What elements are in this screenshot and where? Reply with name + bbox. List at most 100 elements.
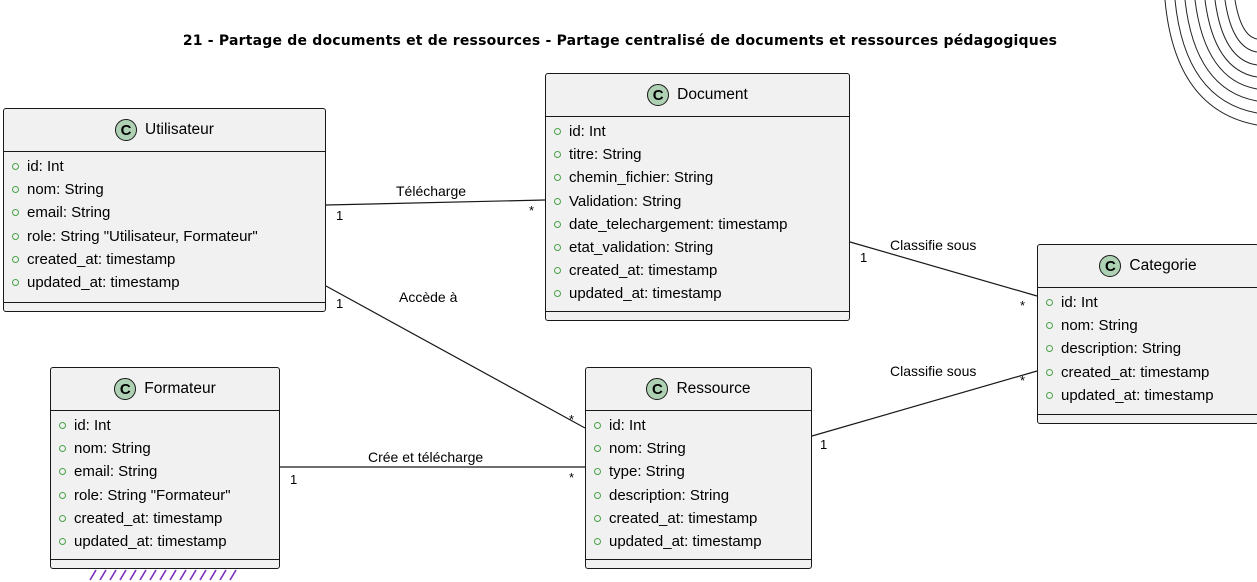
attribute-list: id: Int nom: String email: String role: … <box>4 152 325 294</box>
public-field-icon <box>12 255 19 263</box>
multiplicity-document-classifie: 1 <box>860 250 868 265</box>
attribute-list: id: Int nom: String description: String … <box>1038 288 1257 407</box>
multiplicity-categorie-classifie-document: * <box>1020 298 1026 313</box>
public-field-icon <box>554 174 561 182</box>
attribute: updated_at: timestamp <box>586 530 811 553</box>
decorative-stripes <box>89 569 237 581</box>
attribute: updated_at: timestamp <box>51 530 279 553</box>
class-name: Ressource <box>676 380 751 397</box>
attribute: role: String "Utilisateur, Formateur" <box>4 225 325 248</box>
public-field-icon <box>1046 368 1053 376</box>
attribute: id: Int <box>4 155 325 178</box>
public-field-icon <box>554 244 561 252</box>
class-categorie[interactable]: C Categorie id: Int nom: String descript… <box>1037 244 1257 424</box>
public-field-icon <box>594 491 601 499</box>
class-header: C Utilisateur <box>4 109 325 152</box>
methods-separator <box>1038 414 1257 415</box>
attribute-list: id: Int titre: String chemin_fichier: St… <box>546 117 849 306</box>
attribute: nom: String <box>1038 314 1257 337</box>
multiplicity-ressource-classifie: 1 <box>820 437 828 452</box>
class-badge-icon: C <box>646 378 669 400</box>
class-ressource[interactable]: C Ressource id: Int nom: String type: St… <box>585 367 812 569</box>
class-name: Document <box>677 86 748 103</box>
attribute: created_at: timestamp <box>546 259 849 282</box>
class-name: Formateur <box>144 380 216 397</box>
public-field-icon <box>554 197 561 205</box>
class-header: C Ressource <box>586 368 811 411</box>
methods-separator <box>51 559 279 560</box>
attribute: description: String <box>586 484 811 507</box>
class-badge-icon: C <box>1099 255 1122 277</box>
public-field-icon <box>594 422 601 430</box>
public-field-icon <box>59 445 66 453</box>
multiplicity-formateur-cree: 1 <box>290 472 298 487</box>
multiplicity-document-telecharge: * <box>529 203 535 218</box>
public-field-icon <box>59 422 66 430</box>
link-accede <box>325 285 586 429</box>
attribute: id: Int <box>51 414 279 437</box>
attribute: created_at: timestamp <box>586 507 811 530</box>
class-badge-icon: C <box>647 84 670 106</box>
attribute: role: String "Formateur" <box>51 484 279 507</box>
attribute: created_at: timestamp <box>51 507 279 530</box>
relation-label-classifie-ressource: Classifie sous <box>890 363 977 379</box>
methods-separator <box>4 302 325 303</box>
attribute: created_at: timestamp <box>4 248 325 271</box>
class-utilisateur[interactable]: C Utilisateur id: Int nom: String email:… <box>3 108 326 312</box>
diagram-title: 21 - Partage de documents et de ressourc… <box>182 33 1058 49</box>
relation-label-cree: Crée et télécharge <box>368 449 484 465</box>
link-classifie-ressource <box>811 370 1038 437</box>
attribute-list: id: Int nom: String email: String role: … <box>51 411 279 553</box>
relation-label-classifie-document: Classifie sous <box>890 237 977 253</box>
attribute: id: Int <box>1038 291 1257 314</box>
relation-label-accede: Accède à <box>399 289 458 305</box>
attribute: type: String <box>586 460 811 483</box>
attribute: id: Int <box>586 414 811 437</box>
attribute: Validation: String <box>546 190 849 213</box>
decorative-arcs <box>1164 0 1257 126</box>
relation-label-telecharge: Télécharge <box>396 183 467 199</box>
class-header: C Document <box>546 74 849 117</box>
multiplicity-ressource-cree: * <box>569 470 575 485</box>
methods-separator <box>546 311 849 312</box>
attribute: updated_at: timestamp <box>546 282 849 305</box>
public-field-icon <box>554 128 561 136</box>
public-field-icon <box>554 290 561 298</box>
multiplicity-ressource-accede: * <box>569 412 575 427</box>
public-field-icon <box>1046 391 1053 399</box>
public-field-icon <box>554 267 561 275</box>
public-field-icon <box>594 468 601 476</box>
class-badge-icon: C <box>115 119 138 141</box>
public-field-icon <box>554 151 561 159</box>
attribute: nom: String <box>586 437 811 460</box>
multiplicity-utilisateur-telecharge: 1 <box>336 208 344 223</box>
link-telecharge <box>325 199 546 206</box>
public-field-icon <box>12 186 19 194</box>
public-field-icon <box>59 538 66 546</box>
attribute: email: String <box>51 460 279 483</box>
link-classifie-document <box>849 241 1038 297</box>
attribute: description: String <box>1038 337 1257 360</box>
class-document[interactable]: C Document id: Int titre: String chemin_… <box>545 73 850 321</box>
multiplicity-categorie-classifie-ressource: * <box>1020 373 1026 388</box>
attribute: titre: String <box>546 143 849 166</box>
class-header: C Formateur <box>51 368 279 411</box>
public-field-icon <box>594 538 601 546</box>
public-field-icon <box>59 468 66 476</box>
public-field-icon <box>1046 322 1053 330</box>
multiplicity-utilisateur-accede: 1 <box>336 296 344 311</box>
class-header: C Categorie <box>1038 245 1257 288</box>
public-field-icon <box>12 209 19 217</box>
attribute: date_telechargement: timestamp <box>546 213 849 236</box>
attribute: nom: String <box>4 178 325 201</box>
attribute: updated_at: timestamp <box>1038 384 1257 407</box>
public-field-icon <box>594 445 601 453</box>
public-field-icon <box>59 514 66 522</box>
attribute: etat_validation: String <box>546 236 849 259</box>
class-formateur[interactable]: C Formateur id: Int nom: String email: S… <box>50 367 280 569</box>
attribute: chemin_fichier: String <box>546 166 849 189</box>
class-badge-icon: C <box>114 378 137 400</box>
methods-separator <box>586 559 811 560</box>
class-name: Utilisateur <box>145 121 214 138</box>
